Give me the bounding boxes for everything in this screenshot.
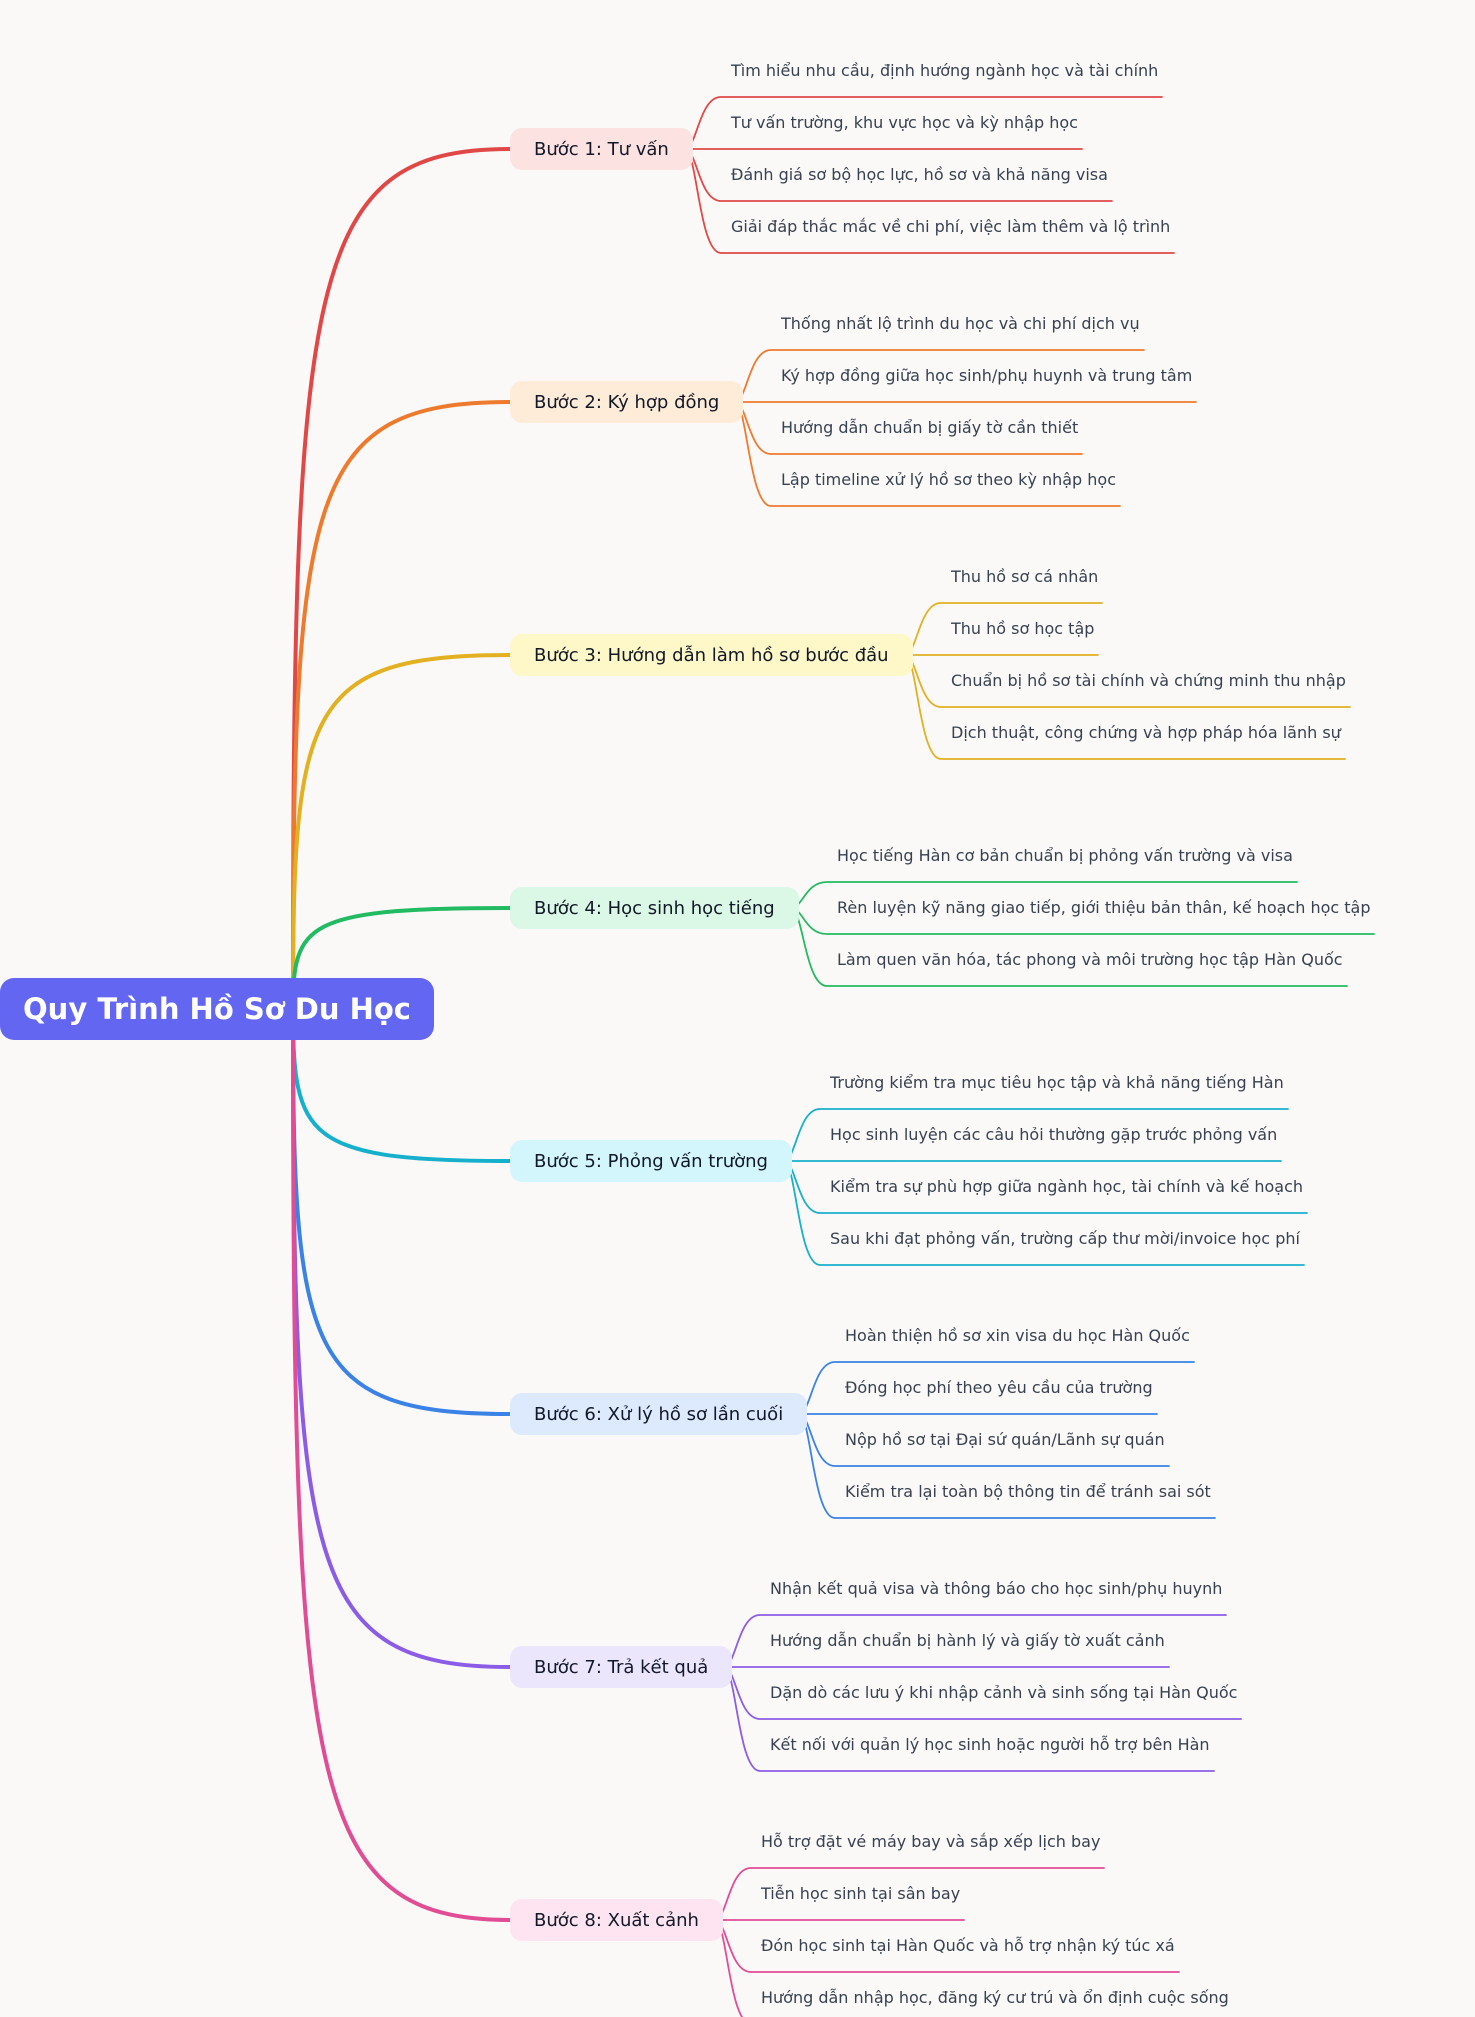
leaf-item: Tư vấn trường, khu vực học và kỳ nhập họ… <box>731 113 1078 132</box>
leaf-item: Nhận kết quả visa và thông báo cho học s… <box>770 1579 1223 1598</box>
leaf-item: Đóng học phí theo yêu cầu của trường <box>845 1378 1153 1397</box>
leaf-item: Tìm hiểu nhu cầu, định hướng ngành học v… <box>731 61 1159 80</box>
step-node-3: Bước 3: Hướng dẫn làm hồ sơ bước đầu <box>510 634 913 676</box>
step-node-5: Bước 5: Phỏng vấn trường <box>510 1140 792 1182</box>
root-connector-3 <box>291 653 512 1011</box>
leaf-connector <box>790 907 1348 987</box>
leaf-item: Trường kiểm tra mục tiêu học tập và khả … <box>830 1073 1284 1092</box>
leaf-item: Thu hồ sơ học tập <box>951 619 1095 638</box>
leaf-item: Lập timeline xử lý hồ sơ theo kỳ nhập họ… <box>781 470 1116 489</box>
leaf-item: Dịch thuật, công chứng và hợp pháp hóa l… <box>951 723 1341 742</box>
leaf-item: Đánh giá sơ bộ học lực, hồ sơ và khả năn… <box>731 165 1108 184</box>
leaf-item: Ký hợp đồng giữa học sinh/phụ huynh và t… <box>781 366 1193 385</box>
leaf-item: Hoàn thiện hồ sơ xin visa du học Hàn Quố… <box>845 1326 1190 1345</box>
leaf-item: Đón học sinh tại Hàn Quốc và hỗ trợ nhận… <box>761 1936 1175 1955</box>
leaf-item: Hướng dẫn nhập học, đăng ký cư trú và ổn… <box>761 1988 1229 2007</box>
leaf-item: Hỗ trợ đặt vé máy bay và sắp xếp lịch ba… <box>761 1832 1101 1851</box>
step-node-1: Bước 1: Tư vấn <box>510 128 693 170</box>
leaf-item: Sau khi đạt phỏng vấn, trường cấp thư mờ… <box>830 1229 1300 1248</box>
leaf-item: Học tiếng Hàn cơ bản chuẩn bị phỏng vấn … <box>837 846 1293 865</box>
leaf-item: Kiểm tra sự phù hợp giữa ngành học, tài … <box>830 1177 1304 1196</box>
root-node: Quy Trình Hồ Sơ Du Học <box>0 978 434 1040</box>
leaf-item: Tiễn học sinh tại sân bay <box>761 1884 961 1903</box>
root-connector-6 <box>291 1007 512 1416</box>
leaf-item: Nộp hồ sơ tại Đại sứ quán/Lãnh sự quán <box>845 1430 1165 1449</box>
leaf-item: Dặn dò các lưu ý khi nhập cảnh và sinh s… <box>770 1683 1238 1702</box>
leaf-item: Hướng dẫn chuẩn bị hành lý và giấy tờ xu… <box>770 1631 1165 1650</box>
leaf-item: Thu hồ sơ cá nhân <box>951 567 1099 586</box>
leaf-item: Hướng dẫn chuẩn bị giấy tờ cần thiết <box>781 418 1079 437</box>
step-node-7: Bước 7: Trả kết quả <box>510 1646 733 1688</box>
leaf-item: Học sinh luyện các câu hỏi thường gặp tr… <box>830 1125 1278 1144</box>
leaf-item: Giải đáp thắc mắc về chi phí, việc làm t… <box>731 217 1171 236</box>
leaf-item: Kiểm tra lại toàn bộ thông tin để tránh … <box>845 1482 1211 1501</box>
leaf-item: Kết nối với quản lý học sinh hoặc người … <box>770 1735 1210 1754</box>
root-connector-8 <box>291 1007 512 1922</box>
step-node-4: Bước 4: Học sinh học tiếng <box>510 887 799 929</box>
leaf-item: Thống nhất lộ trình du học và chi phí dị… <box>781 314 1140 333</box>
leaf-item: Rèn luyện kỹ năng giao tiếp, giới thiệu … <box>837 898 1371 917</box>
leaf-item: Làm quen văn hóa, tác phong và môi trườn… <box>837 950 1343 969</box>
leaf-item: Chuẩn bị hồ sơ tài chính và chứng minh t… <box>951 671 1346 690</box>
root-connector-1 <box>291 147 512 1011</box>
step-node-2: Bước 2: Ký hợp đồng <box>510 381 744 423</box>
step-node-8: Bước 8: Xuất cảnh <box>510 1899 723 1941</box>
root-connector-2 <box>291 400 512 1011</box>
step-node-6: Bước 6: Xử lý hồ sơ lần cuối <box>510 1393 808 1435</box>
